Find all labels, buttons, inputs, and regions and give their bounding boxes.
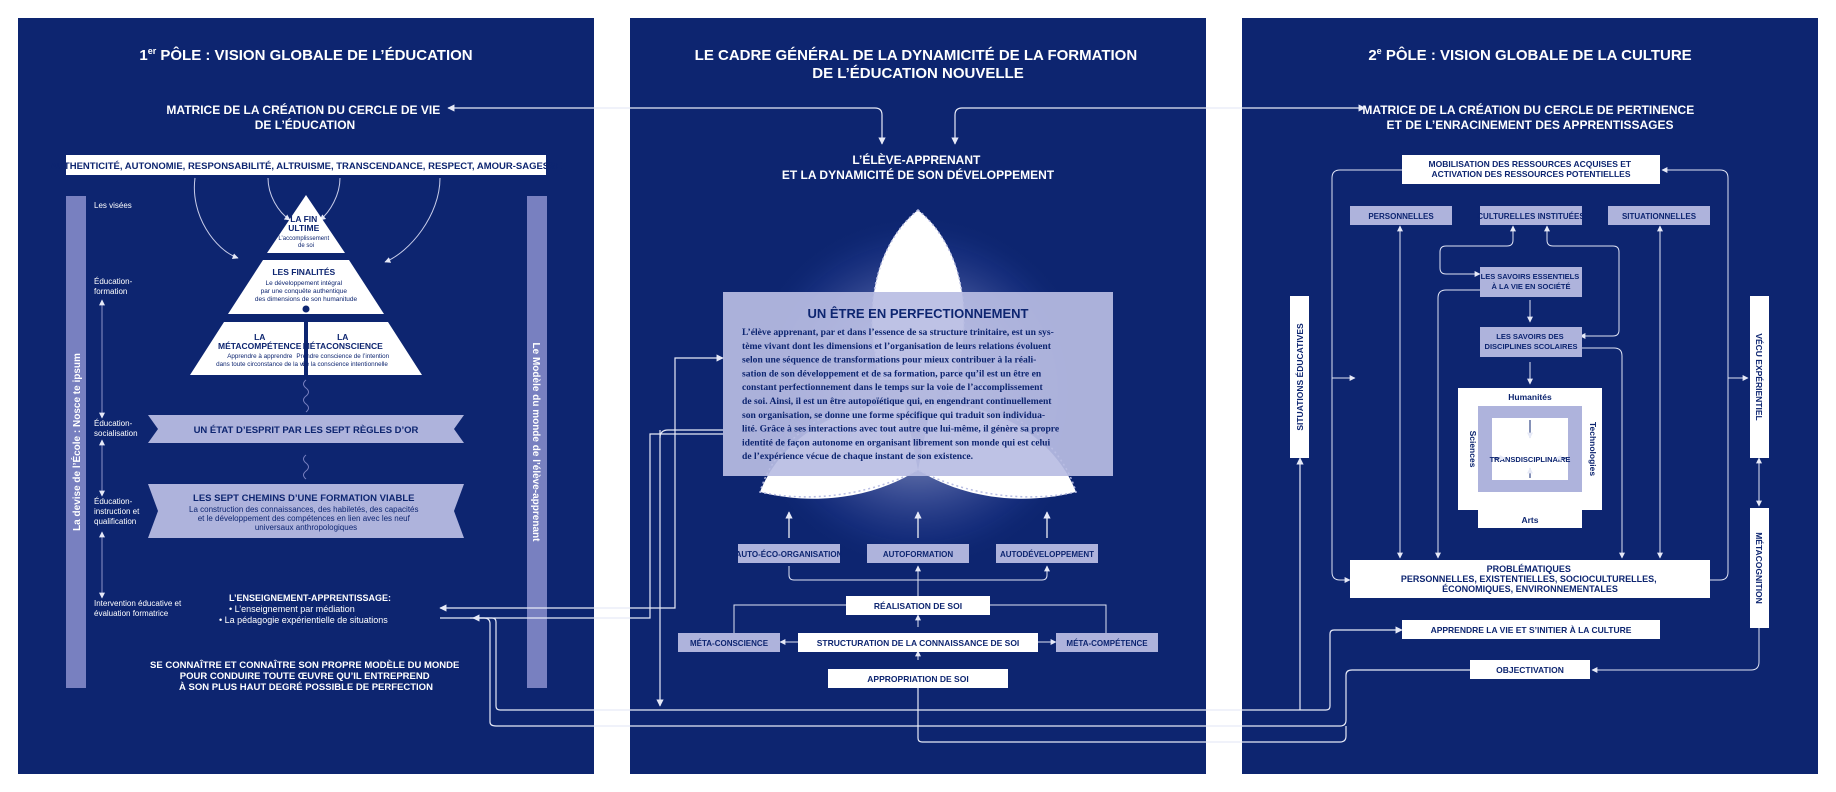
objectivation-box: [1470, 660, 1590, 679]
chemins-text: LES SEPT CHEMINS D’UNE FORMATION VIABLE …: [189, 488, 423, 532]
pyramid-metacompetence: [190, 322, 304, 375]
right-title: 2e PÔLE : VISION GLOBALE DE LA CULTURE: [1368, 46, 1691, 64]
situations-text: SITUATIONS ÉDUCATIVES: [1295, 323, 1305, 431]
values-bar: [66, 155, 546, 175]
etre-paragraph: L’élève apprenant, par et dans l’essence…: [742, 327, 1062, 462]
arts-label-front: Arts: [1521, 515, 1538, 525]
spiral-connector: [303, 379, 309, 480]
sciences-label: Sciences: [1468, 431, 1478, 468]
auto-eco-text: AUTO-ÉCO-ORGANISATION: [736, 550, 843, 559]
level-visees: Les visées: [94, 201, 132, 210]
motto-bar: [66, 196, 86, 688]
mobilisation-text: MOBILISATION DES RESSOURCES ACQUISES ET …: [1429, 159, 1634, 179]
vecu-box: [1750, 296, 1769, 458]
level-socialisation: Éducation-socialisation: [94, 419, 138, 438]
apprendre-box: [1402, 620, 1660, 639]
pyramid-fin-ultime: [267, 195, 345, 253]
meta-competence-box: [1056, 633, 1158, 652]
realisation-box: [846, 596, 990, 615]
savoirs-disciplines-box: [1480, 327, 1582, 357]
savoirs-essentiels-box: [1480, 267, 1582, 297]
etre-title: UN ÊTRE EN PERFECTIONNEMENT: [807, 306, 1028, 321]
eleve-title: L’ÉLÈVE-APPRENANT ET LA DYNAMICITÉ DE SO…: [782, 152, 1055, 182]
personnelles-box: [1350, 206, 1452, 225]
right-matrix-title: MATRICE DE LA CRÉATION DU CERCLE DE PERT…: [1362, 102, 1697, 132]
level-formation: Éducation-formation: [94, 277, 133, 296]
pyramid-node: [302, 305, 310, 313]
savoirs-disciplines-text: LES SAVOIRS DES DISCIPLINES SCOLAIRES: [1485, 332, 1578, 351]
values-bar-text: AUTHENTICITÉ, AUTONOMIE, RESPONSABILITÉ,…: [50, 161, 562, 172]
left-matrix-title: MATRICE DE LA CRÉATION DU CERCLE DE VIE …: [166, 102, 443, 132]
world-model-text: Le Modèle du monde de l’élève-apprenant: [530, 343, 541, 543]
arts-tab: [1478, 510, 1582, 528]
meta-conscience-box: [678, 633, 780, 652]
autoformation-text: AUTOFORMATION: [883, 550, 954, 559]
chemins-banner: [148, 484, 464, 538]
apprendre-text: APPRENDRE LA VIE ET S’INITIER À LA CULTU…: [1431, 625, 1632, 635]
transdisciplinaire-label: TRANSDISCIPLINAIRE: [1490, 455, 1571, 464]
autodev-box: [996, 544, 1098, 563]
appropriation-text: APPROPRIATION DE SOI: [867, 674, 968, 684]
metaconscience-text: LA MÉTACONSCIENCE Prendre conscience de …: [296, 327, 393, 368]
etat-esprit-text: UN ÉTAT D’ESPRIT PAR LES SEPT RÈGLES D’O…: [194, 425, 419, 436]
culturelles-box: [1480, 206, 1582, 225]
situationnelles-text: SITUATIONNELLES: [1622, 212, 1697, 221]
metacognition-box: [1750, 508, 1769, 628]
etre-box: [723, 292, 1113, 476]
problematiques-text: PROBLÉMATIQUES PERSONNELLES, EXISTENTIEL…: [1401, 564, 1659, 594]
metacompetence-text: LA MÉTACOMPÉTENCE Apprendre à apprendre …: [216, 327, 308, 368]
auto-eco-box: [738, 544, 840, 563]
metacognition-text: MÉTACOGNITION: [1754, 532, 1764, 604]
appropriation-box: [828, 669, 1008, 688]
humanites-label: Humanités: [1508, 392, 1552, 402]
finalites-text: LES FINALITÉS Le développement intégral …: [255, 262, 358, 303]
savoirs-essentiels-text: LES SAVOIRS ESSENTIELS À LA VIE EN SOCIÉ…: [1481, 272, 1582, 291]
motto-text: La devise de l’École : Nosce te ipsum: [70, 353, 83, 531]
culturelles-text: CULTURELLES INSTITUÉES: [1477, 212, 1585, 221]
enseignement-text: L’ENSEIGNEMENT-APPRENTISSAGE: • L’enseig…: [219, 593, 394, 625]
problematiques-box: [1350, 560, 1710, 598]
pyramid-finalites: [228, 260, 384, 314]
meta-competence-text: MÉTA-COMPÉTENCE: [1066, 639, 1148, 648]
meta-conscience-text: MÉTA-CONSCIENCE: [690, 639, 769, 648]
autoformation-box: [867, 544, 969, 563]
technologies-label: Technologies: [1588, 422, 1598, 476]
realisation-text: RÉALISATION DE SOI: [874, 601, 962, 611]
situations-box: [1290, 296, 1309, 458]
left-title: 1er PÔLE : VISION GLOBALE DE L’ÉDUCATION: [139, 46, 472, 64]
autodev-text: AUTODÉVELOPPEMENT: [1000, 550, 1094, 559]
fin-ultime-text: LA FIN ULTIME L’accomplissement de soi: [278, 209, 333, 249]
situationnelles-box: [1608, 206, 1710, 225]
structuration-text: STRUCTURATION DE LA CONNAISSANCE DE SOI: [817, 638, 1020, 648]
mobilisation-box: [1402, 155, 1660, 184]
personnelles-text: PERSONNELLES: [1368, 212, 1434, 221]
left-bottom-text: SE CONNAÎTRE ET CONNAÎTRE SON PROPRE MOD…: [150, 659, 462, 693]
center-title: LE CADRE GÉNÉRAL DE LA DYNAMICITÉ DE LA …: [695, 47, 1142, 82]
vecu-text: VÉCU EXPÉRIENTIEL: [1754, 333, 1764, 420]
structuration-box: [798, 633, 1038, 652]
etat-esprit-banner: [148, 415, 464, 443]
pyramid-metaconscience: [308, 322, 422, 375]
objectivation-text: OBJECTIVATION: [1496, 665, 1564, 675]
